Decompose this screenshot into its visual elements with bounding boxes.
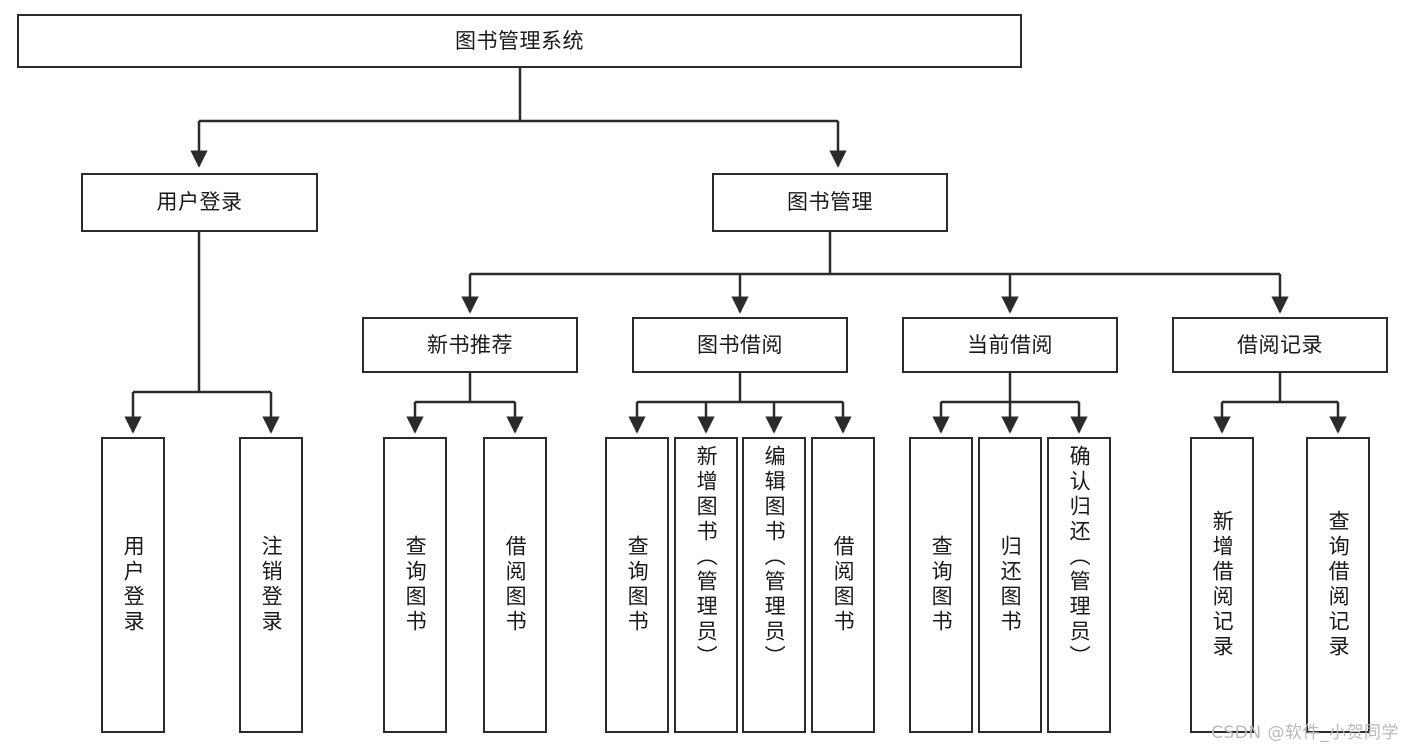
leaf-user-login-logout[interactable]: 注销登录 xyxy=(239,437,303,733)
leaf-new-book-query-book[interactable]: 查询图书 xyxy=(383,437,447,733)
leaf-borrow-record-query-record[interactable]: 查询借阅记录 xyxy=(1306,437,1370,733)
watermark-text: CSDN @软件_小贺同学 xyxy=(1211,723,1399,743)
node-borrow-record[interactable]: 借阅记录 xyxy=(1172,317,1388,373)
leaf-current-borrow-query-book[interactable]: 查询图书 xyxy=(909,437,973,733)
node-label: 用户登录 xyxy=(121,535,146,635)
node-label: 新书推荐 xyxy=(427,332,513,357)
node-label: 图书借阅 xyxy=(697,332,783,357)
node-label: 借阅记录 xyxy=(1237,332,1323,357)
leaf-new-book-borrow-book[interactable]: 借阅图书 xyxy=(483,437,547,733)
node-book-borrow[interactable]: 图书借阅 xyxy=(632,317,848,373)
node-user-login[interactable]: 用户登录 xyxy=(81,173,318,232)
node-label: 查询图书 xyxy=(625,535,650,635)
node-label: 借阅图书 xyxy=(831,535,856,635)
node-label: 当前借阅 xyxy=(967,332,1053,357)
node-label: 用户登录 xyxy=(156,190,243,215)
node-book-management[interactable]: 图书管理 xyxy=(712,173,948,232)
leaf-borrow-record-add-record[interactable]: 新增借阅记录 xyxy=(1190,437,1254,733)
node-root-book-management-system[interactable]: 图书管理系统 xyxy=(17,14,1022,68)
node-label: 新增图书（管理员） xyxy=(694,445,719,670)
node-label: 借阅图书 xyxy=(503,535,528,635)
leaf-book-borrow-query-book[interactable]: 查询图书 xyxy=(605,437,669,733)
leaf-book-borrow-borrow-book[interactable]: 借阅图书 xyxy=(811,437,875,733)
node-label: 图书管理 xyxy=(787,190,873,215)
node-label: 确认归还（管理员） xyxy=(1067,445,1092,670)
node-label: 图书管理系统 xyxy=(455,28,584,53)
leaf-current-borrow-return-book[interactable]: 归还图书 xyxy=(978,437,1042,733)
node-label: 查询借阅记录 xyxy=(1326,510,1351,660)
leaf-book-borrow-add-book-admin[interactable]: 新增图书（管理员） xyxy=(674,437,738,733)
leaf-book-borrow-edit-book-admin[interactable]: 编辑图书（管理员） xyxy=(742,437,806,733)
node-label: 新增借阅记录 xyxy=(1210,510,1235,660)
node-new-book-recommend[interactable]: 新书推荐 xyxy=(362,317,578,373)
node-label: 查询图书 xyxy=(403,535,428,635)
node-label: 归还图书 xyxy=(998,535,1023,635)
node-current-borrow[interactable]: 当前借阅 xyxy=(902,317,1118,373)
leaf-user-login-login[interactable]: 用户登录 xyxy=(101,437,165,733)
leaf-current-borrow-confirm-return-admin[interactable]: 确认归还（管理员） xyxy=(1047,437,1111,733)
node-label: 查询图书 xyxy=(929,535,954,635)
node-label: 编辑图书（管理员） xyxy=(762,445,787,670)
node-label: 注销登录 xyxy=(259,535,284,635)
